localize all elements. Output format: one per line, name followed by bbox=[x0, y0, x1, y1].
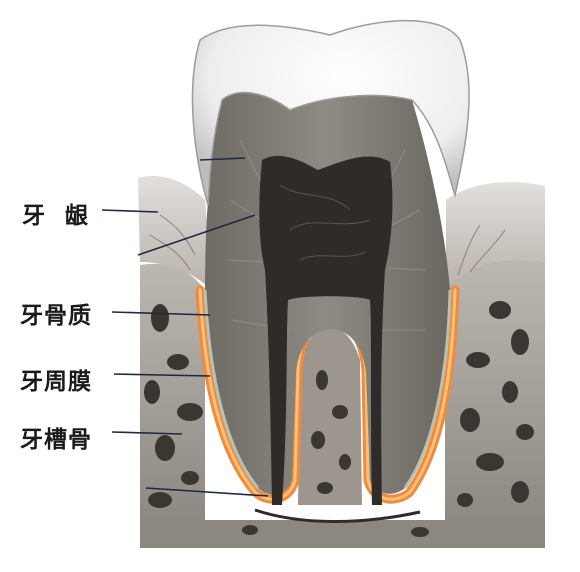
pulp bbox=[254, 155, 421, 523]
alveolar-bone bbox=[140, 259, 545, 548]
gum-tissue bbox=[138, 176, 545, 290]
label-gum: 牙 龈 bbox=[22, 202, 95, 229]
enamel bbox=[191, 19, 470, 206]
leader-lines bbox=[101, 157, 269, 497]
label-alveolar-bone: 牙槽骨 bbox=[20, 426, 92, 453]
label-cementum: 牙骨质 bbox=[20, 302, 92, 329]
label-periodontal-ligament: 牙周膜 bbox=[20, 368, 92, 395]
